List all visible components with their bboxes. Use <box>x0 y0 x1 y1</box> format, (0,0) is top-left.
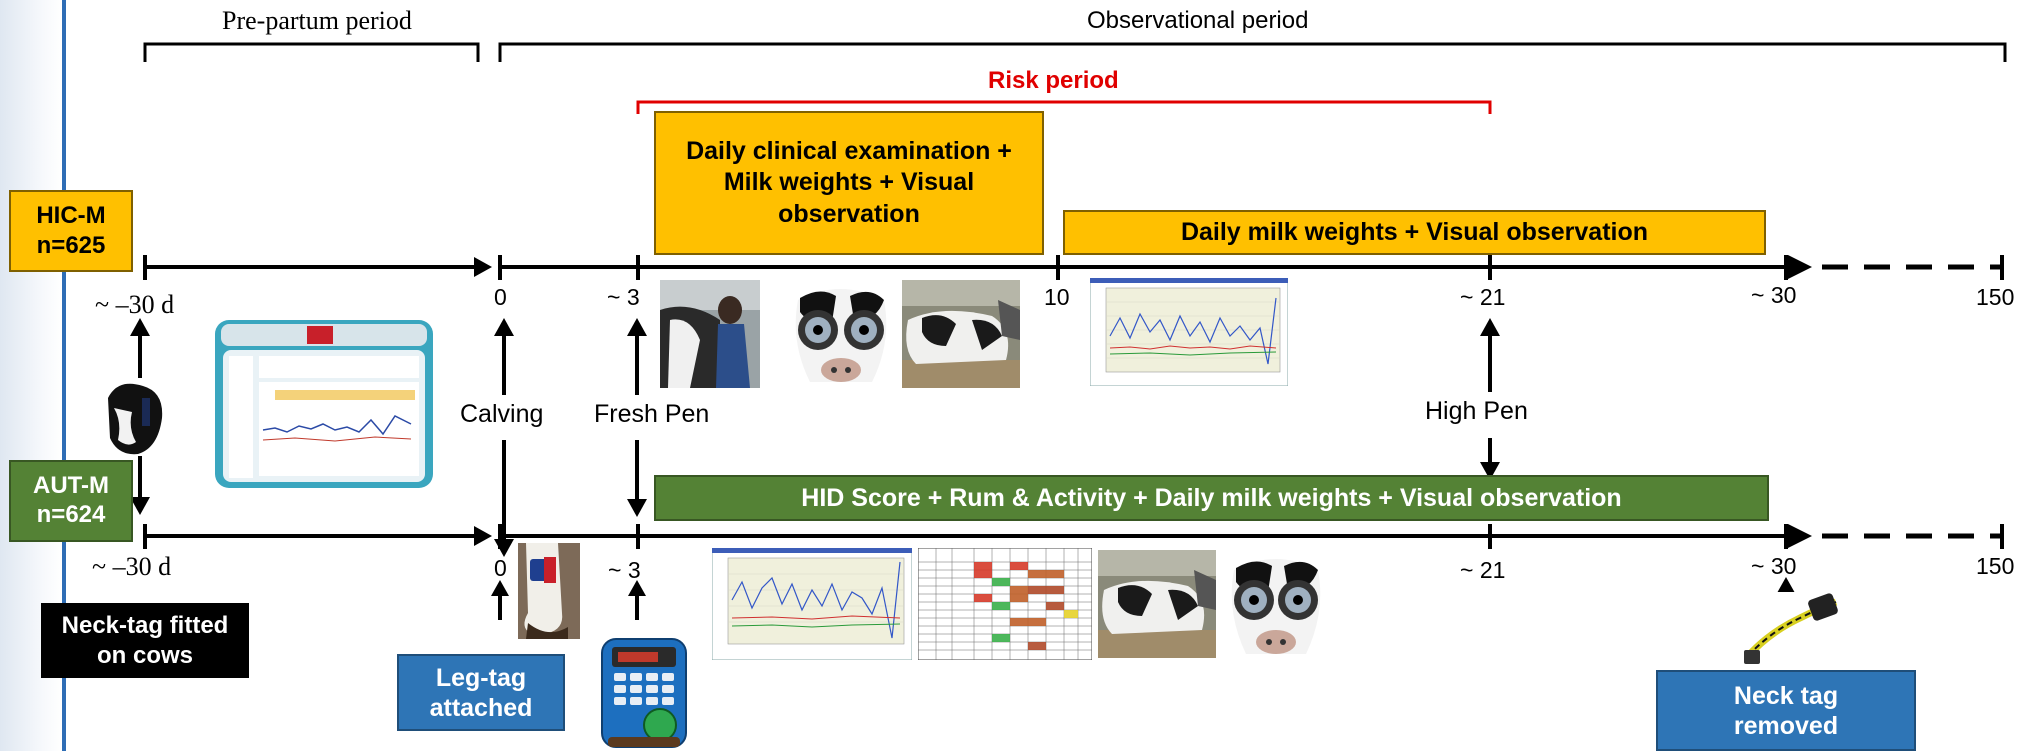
bottom-tick-150: 150 <box>1976 553 2015 579</box>
legtag-attached-box: Leg-tag attached <box>397 654 565 731</box>
milk-weights-graph-bottom <box>712 548 912 660</box>
autm-group-box: AUT-M n=624 <box>9 460 133 542</box>
fresh-pen-label: Fresh Pen <box>594 400 710 428</box>
cow-goggles-photo-top <box>780 282 902 388</box>
top-tick-3: ~ 3 <box>607 284 640 310</box>
aut-hid-score-box: HID Score + Rum & Activity + Daily milk … <box>654 475 1769 521</box>
left-sidebar-line <box>62 0 66 751</box>
prepartum-bracket <box>143 42 480 62</box>
top-tick-0: 0 <box>494 284 507 310</box>
top-tick-21: ~ 21 <box>1460 284 1506 310</box>
bottom-tick-3: ~ 3 <box>608 557 641 583</box>
hic-milk-weights-box: Daily milk weights + Visual observation <box>1063 210 1766 255</box>
bottom-tick-21: ~ 21 <box>1460 557 1506 583</box>
calving-label: Calving <box>460 400 544 428</box>
necktag-fitted-box: Neck-tag fitted on cows <box>41 603 249 678</box>
risk-bracket <box>636 100 1492 114</box>
cow-lying-photo-top <box>902 280 1020 388</box>
clinical-exam-photo <box>660 280 760 388</box>
risk-period-label: Risk period <box>988 67 1119 94</box>
top-tick-10: 10 <box>1044 284 1070 310</box>
cow-goggles-photo-bottom <box>1216 552 1336 660</box>
neck-tag-collar-image <box>1740 592 1850 668</box>
hic-daily-exam-box: Daily clinical examination + Milk weight… <box>654 111 1044 255</box>
hicm-group-box: HIC-M n=625 <box>9 190 133 272</box>
cow-necktag-photo <box>98 378 168 456</box>
top-tick-30: ~ 30 <box>1751 282 1797 308</box>
autm-group-name: AUT-M <box>33 472 109 500</box>
prepartum-period-label: Pre-partum period <box>222 6 412 35</box>
hicm-group-name: HIC-M <box>36 202 106 229</box>
cow-lying-photo-bottom <box>1098 550 1216 658</box>
observational-bracket <box>498 42 2007 62</box>
milk-weights-graph-top <box>1090 278 1288 386</box>
autm-group-n: n=624 <box>36 501 106 528</box>
high-pen-label: High Pen <box>1425 397 1528 425</box>
hicm-group-n: n=625 <box>36 232 106 259</box>
handheld-reader-device <box>598 637 690 751</box>
bottom-tick-30: ~ 30 <box>1751 553 1797 579</box>
hid-score-table-image <box>918 548 1092 660</box>
observational-period-label: Observational period <box>1087 7 1309 34</box>
software-screenshot <box>215 320 433 488</box>
necktag-removed-box: Neck tag removed <box>1656 670 1916 751</box>
bottom-tick-minus30: ~ –30 d <box>92 552 172 581</box>
leg-tag-photo <box>518 543 580 639</box>
top-tick-150: 150 <box>1976 284 2015 310</box>
bottom-tick-0: 0 <box>494 555 507 581</box>
top-tick-minus30: ~ –30 d <box>95 290 175 319</box>
